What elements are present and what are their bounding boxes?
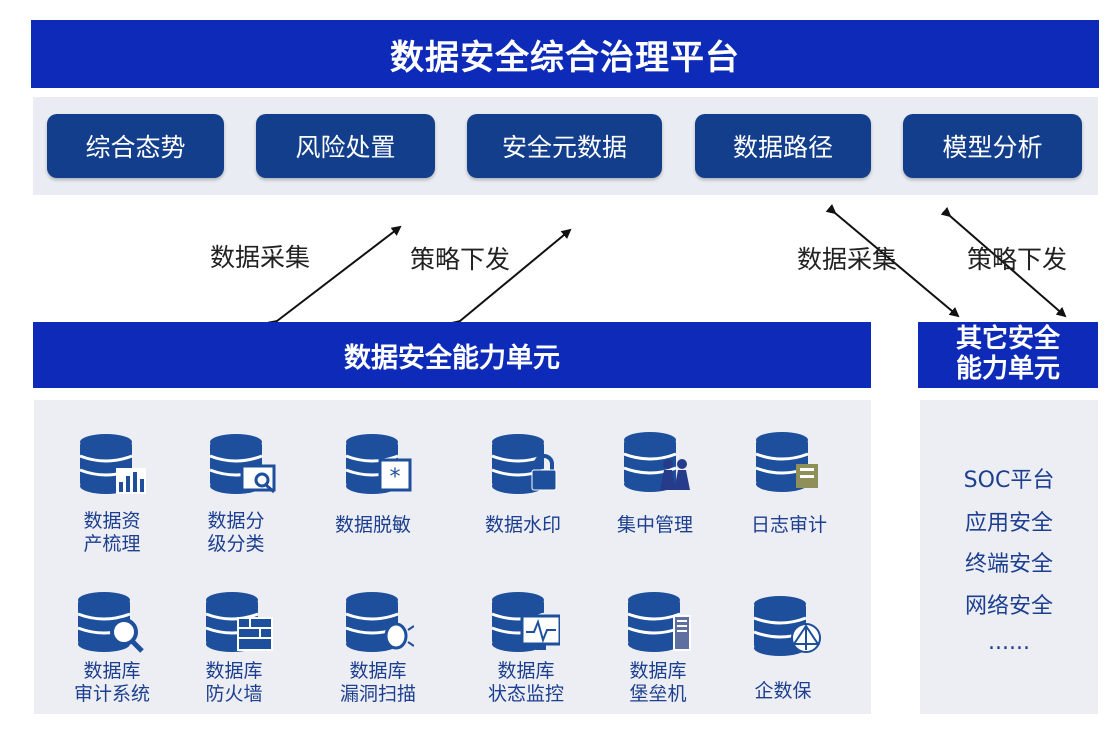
other-security-unit-title: 其它安全能力单元 — [918, 322, 1098, 388]
module-security-metadata-button[interactable]: 安全元数据 — [467, 114, 662, 178]
other-item-endpoint-security: 终端安全 — [964, 552, 1053, 577]
capability-central-management: 集中管理 — [595, 514, 715, 537]
capability-label: 数据水印 — [484, 514, 561, 536]
other-item-app-security: 应用安全 — [964, 511, 1053, 536]
database-network-icon — [753, 596, 821, 656]
capability-db-vuln-scan: 数据库漏洞扫描 — [318, 660, 438, 706]
capability-watermark: 数据水印 — [463, 514, 583, 537]
capability-label: 数据资 — [83, 510, 141, 532]
platform-title: 数据安全综合治理平台 — [31, 20, 1099, 88]
capability-db-firewall: 数据库防火墙 — [174, 660, 294, 706]
left-issue-arrow — [450, 228, 572, 330]
database-mask-icon: * — [345, 434, 412, 494]
other-item-soc: SOC平台 — [963, 468, 1055, 493]
database-firewall-icon — [205, 592, 273, 652]
right-collect-label: 数据采集 — [797, 245, 898, 274]
capability-label: 数据库 — [629, 660, 687, 682]
capability-label: 数据库 — [205, 660, 263, 682]
left-collect-arrow — [267, 225, 402, 330]
right-issue-label: 策略下发 — [967, 245, 1068, 274]
database-search-icon — [77, 592, 144, 653]
database-log-icon — [755, 432, 818, 492]
other-title-line-2: 能力单元 — [955, 354, 1060, 384]
capability-label: 级分类 — [207, 532, 265, 555]
other-item-network-security: 网络安全 — [964, 594, 1053, 619]
svg-text:*: * — [390, 465, 401, 490]
capability-db-bastion: 数据库堡垒机 — [598, 660, 718, 706]
database-bug-scan-icon — [345, 592, 414, 652]
capability-label: 数据库 — [83, 660, 141, 682]
capability-db-status-monitor: 数据库状态监控 — [466, 660, 586, 706]
capability-classification: 数据分级分类 — [176, 510, 296, 556]
capability-label: 防火墙 — [205, 682, 263, 705]
capability-label: 数据分 — [207, 510, 265, 532]
database-bar-chart-icon — [79, 434, 146, 494]
capability-asset-inventory: 数据资产梳理 — [52, 510, 172, 556]
other-title-line-1: 其它安全 — [955, 324, 1060, 355]
database-bastion-icon — [627, 592, 691, 652]
module-risk-handling-button[interactable]: 风险处置 — [256, 114, 435, 178]
module-data-path-button[interactable]: 数据路径 — [695, 114, 871, 178]
capability-qishubao: 企数保 — [723, 680, 843, 703]
capability-label: 数据脱敏 — [334, 514, 411, 536]
capability-data-masking: 数据脱敏 — [313, 514, 433, 537]
right-collect-arrow — [825, 204, 960, 318]
capability-label: 堡垒机 — [629, 682, 687, 705]
other-capability-panel — [920, 400, 1098, 714]
data-security-unit-title: 数据安全能力单元 — [33, 322, 871, 388]
database-lock-icon — [491, 434, 557, 494]
other-item-more: ...... — [988, 630, 1030, 655]
capability-panel — [34, 400, 871, 714]
right-issue-arrow — [940, 206, 1067, 318]
left-collect-label: 数据采集 — [210, 243, 311, 272]
capability-label: 状态监控 — [487, 682, 564, 705]
capability-label: 审计系统 — [73, 682, 150, 705]
capability-label: 日志审计 — [750, 514, 827, 536]
module-comprehensive-situation-button[interactable]: 综合态势 — [47, 114, 224, 178]
capability-label: 产梳理 — [83, 532, 141, 555]
capability-log-audit: 日志审计 — [729, 514, 849, 537]
capability-label: 数据库 — [349, 660, 407, 682]
capability-label: 数据库 — [497, 660, 555, 682]
capability-db-audit: 数据库审计系统 — [52, 660, 172, 706]
left-issue-label: 策略下发 — [410, 245, 511, 274]
module-panel: 综合态势 风险处置 安全元数据 数据路径 模型分析 — [33, 97, 1098, 195]
module-model-analysis-button[interactable]: 模型分析 — [903, 114, 1082, 178]
database-classify-icon — [209, 434, 276, 494]
capability-label: 企数保 — [754, 680, 812, 702]
capability-label: 集中管理 — [616, 514, 693, 536]
capability-label: 漏洞扫描 — [339, 682, 416, 705]
database-monitor-icon — [491, 592, 560, 652]
database-users-icon — [623, 432, 690, 492]
